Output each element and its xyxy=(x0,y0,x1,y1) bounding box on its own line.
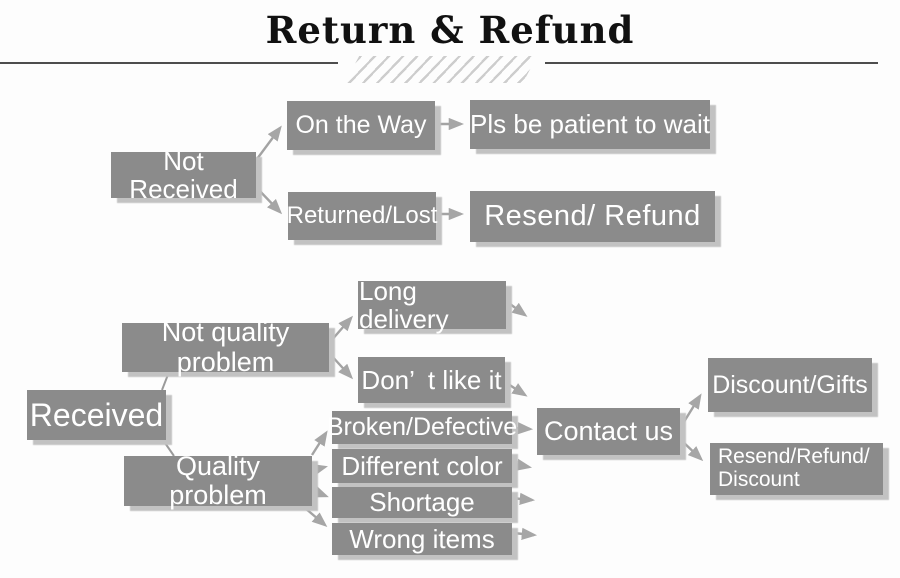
node-received: Received xyxy=(27,390,166,440)
edge-quality-shortage xyxy=(312,485,329,498)
edge-wrongitems-contact xyxy=(512,527,538,540)
node-resend-refund-discount: Resend/Refund/ Discount xyxy=(710,443,883,495)
node-broken-defective: Broken/Defective xyxy=(327,411,517,444)
node-returned-lost: Returned/Lost xyxy=(287,192,437,240)
node-discount-gifts: Discount/Gifts xyxy=(708,358,872,412)
node-on-the-way: On the Way xyxy=(287,101,435,150)
edge-shortage-contact xyxy=(510,492,536,505)
edge-contact-discountgifts xyxy=(680,393,702,426)
node-shortage: Shortage xyxy=(332,487,512,518)
edge-quality-differentcolor xyxy=(311,464,328,476)
edge-received-quality xyxy=(162,439,175,457)
edge-contact-resendrefunddiscount xyxy=(681,440,704,462)
edge-received-notquality xyxy=(161,371,170,391)
node-different-color: Different color xyxy=(332,449,512,483)
divider-line-right xyxy=(545,62,878,64)
node-quality-problem: Quality problem xyxy=(124,451,312,510)
node-wrong-items: Wrong items xyxy=(332,523,512,555)
edge-broken-contact xyxy=(513,422,534,435)
node-not-received: Not Received xyxy=(111,147,256,203)
edge-quality-broken xyxy=(310,430,328,456)
edge-quality-wrongitems xyxy=(304,507,328,527)
node-contact-us: Contact us xyxy=(537,408,680,455)
node-dont-like-it: Don’ t like it xyxy=(358,357,505,403)
edge-longdelivery-contact xyxy=(505,300,528,317)
node-resend-refund: Resend/ Refund xyxy=(470,191,715,242)
divider-line-left xyxy=(0,62,338,64)
node-pls-be-patient-to-wait: Pls be patient to wait xyxy=(470,100,710,149)
edge-notquality-longdelivery xyxy=(329,315,354,343)
edge-notreceived-returnedlost xyxy=(253,184,283,215)
edge-dontlike-contact xyxy=(504,380,528,397)
node-long-delivery: Long delivery xyxy=(358,277,506,333)
node-not-quality-problem: Not quality problem xyxy=(122,318,329,376)
edge-notreceived-ontheway xyxy=(253,125,282,164)
edge-differentcolor-contact xyxy=(512,458,533,471)
edge-notquality-dontlike xyxy=(329,353,354,380)
page-title: Return & Refund xyxy=(265,8,635,52)
